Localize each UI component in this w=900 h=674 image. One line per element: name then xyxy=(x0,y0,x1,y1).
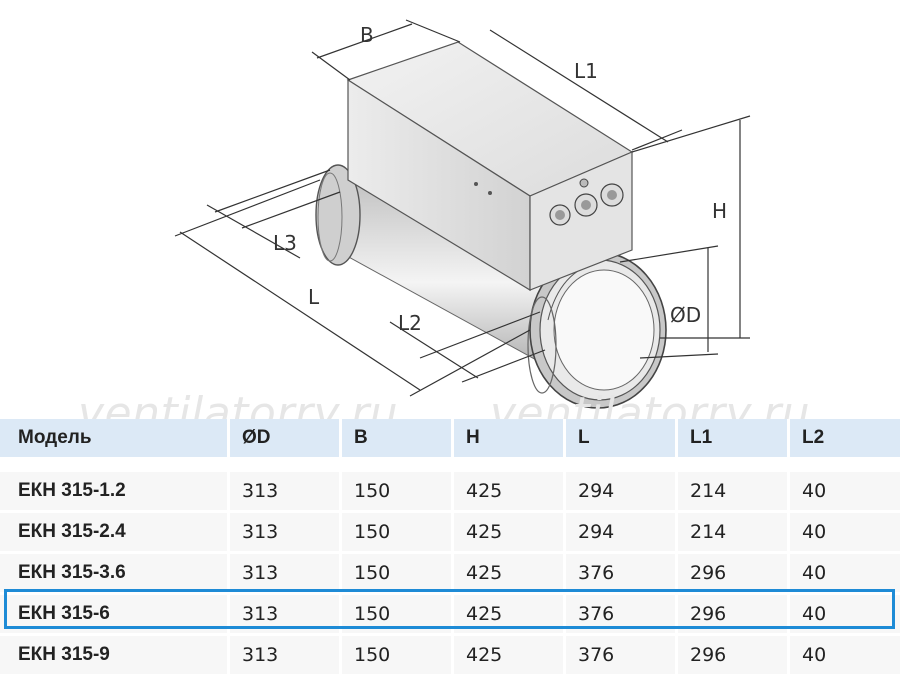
header-l: L xyxy=(563,419,675,457)
label-l: L xyxy=(308,285,320,309)
cell-l1: 214 xyxy=(675,510,787,551)
cell-b: 150 xyxy=(339,633,451,674)
cell-l1: 296 xyxy=(675,633,787,674)
table-header-row: Модель ØD B H L L1 L2 xyxy=(0,419,900,457)
header-model: Модель xyxy=(0,419,227,457)
cell-l2: 40 xyxy=(787,510,900,551)
cell-b: 150 xyxy=(339,592,451,633)
cell-h: 425 xyxy=(451,469,563,510)
cell-l1: 296 xyxy=(675,592,787,633)
cell-l: 376 xyxy=(563,551,675,592)
cell-model: ЕКН 315-6 xyxy=(0,592,227,633)
header-h: H xyxy=(451,419,563,457)
heater-box xyxy=(346,41,634,292)
cell-h: 425 xyxy=(451,592,563,633)
cell-diameter: 313 xyxy=(227,469,339,510)
technical-drawing: B L1 H ØD L3 L L2 xyxy=(174,19,751,409)
cell-model: ЕКН 315-9 xyxy=(0,633,227,674)
cell-l1: 214 xyxy=(675,469,787,510)
label-l1: L1 xyxy=(574,59,598,83)
cell-b: 150 xyxy=(339,469,451,510)
table-row: ЕКН 315-1.2 313 150 425 294 214 40 xyxy=(0,469,900,510)
label-b: B xyxy=(360,23,374,47)
cell-l2: 40 xyxy=(787,592,900,633)
label-l2: L2 xyxy=(398,311,422,335)
dimension-labels: B L1 H ØD L3 L L2 xyxy=(273,23,727,335)
header-diameter: ØD xyxy=(227,419,339,457)
cell-l: 376 xyxy=(563,633,675,674)
cell-l: 294 xyxy=(563,469,675,510)
cell-diameter: 313 xyxy=(227,592,339,633)
table-row: ЕКН 315-3.6 313 150 425 376 296 40 xyxy=(0,551,900,592)
cell-l: 294 xyxy=(563,510,675,551)
cell-model: ЕКН 315-1.2 xyxy=(0,469,227,510)
label-d: ØD xyxy=(670,303,701,327)
cell-l: 376 xyxy=(563,592,675,633)
cell-l1: 296 xyxy=(675,551,787,592)
dimension-lines xyxy=(174,19,751,397)
cell-h: 425 xyxy=(451,551,563,592)
table-row: ЕКН 315-9 313 150 425 376 296 40 xyxy=(0,633,900,674)
cell-h: 425 xyxy=(451,510,563,551)
cell-diameter: 313 xyxy=(227,633,339,674)
table-row-highlighted: ЕКН 315-6 313 150 425 376 296 40 xyxy=(0,592,900,633)
cell-model: ЕКН 315-2.4 xyxy=(0,510,227,551)
cell-l2: 40 xyxy=(787,551,900,592)
cell-h: 425 xyxy=(451,633,563,674)
label-h: H xyxy=(712,199,727,223)
label-l3: L3 xyxy=(273,231,297,255)
header-b: B xyxy=(339,419,451,457)
cell-diameter: 313 xyxy=(227,551,339,592)
cell-diameter: 313 xyxy=(227,510,339,551)
cable-glands xyxy=(549,178,624,226)
header-l2: L2 xyxy=(787,419,900,457)
cell-b: 150 xyxy=(339,510,451,551)
cell-model: ЕКН 315-3.6 xyxy=(0,551,227,592)
specs-table: Модель ØD B H L L1 L2 ЕКН 315-1.2 313 15… xyxy=(0,419,900,674)
duct-flange xyxy=(527,251,667,409)
header-l1: L1 xyxy=(675,419,787,457)
cell-b: 150 xyxy=(339,551,451,592)
cell-l2: 40 xyxy=(787,633,900,674)
cell-l2: 40 xyxy=(787,469,900,510)
table-row: ЕКН 315-2.4 313 150 425 294 214 40 xyxy=(0,510,900,551)
